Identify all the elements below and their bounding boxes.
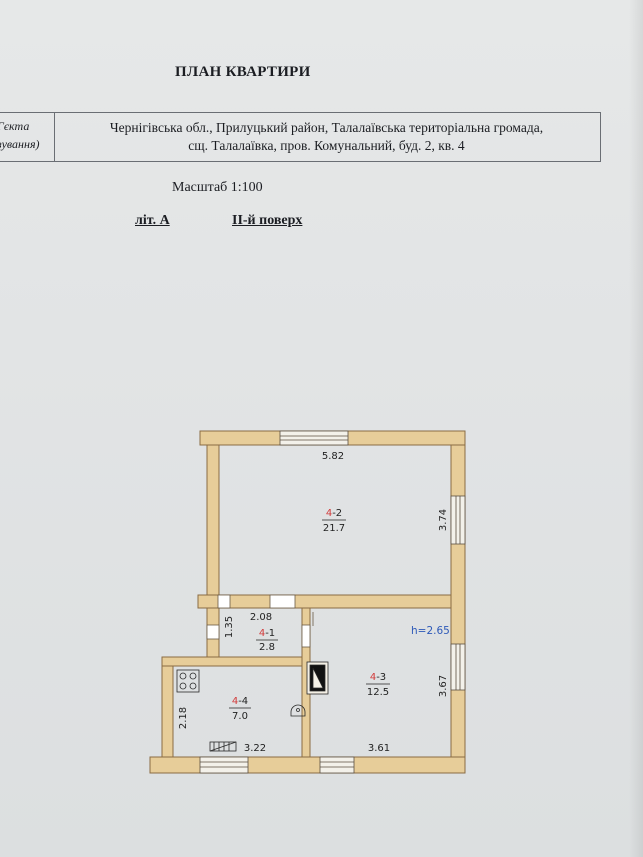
door-room3 — [301, 624, 311, 648]
windows — [199, 430, 466, 774]
window-bottom-left — [199, 756, 249, 774]
fixtures — [176, 661, 329, 752]
svg-text:4-1: 4-1 — [259, 628, 275, 639]
stairs-icon — [209, 741, 237, 752]
window-bottom-right — [319, 756, 355, 774]
object-label-line2: зування) — [0, 137, 40, 151]
wall-kitchen-top — [161, 656, 303, 667]
dim-hall-width: 2.08 — [250, 612, 272, 623]
doors — [206, 594, 314, 648]
plan-title: ПЛАН КВАРТИРИ — [175, 64, 311, 80]
svg-text:7.0: 7.0 — [232, 711, 248, 722]
window-top — [279, 430, 349, 446]
wall-left-upper — [206, 444, 220, 596]
door-stair — [206, 624, 220, 640]
door-hall-left — [217, 594, 231, 609]
room-label-4: 4-4 7.0 — [229, 696, 251, 722]
address-line1: Чернігівська обл., Прилуцький район, Тал… — [109, 120, 544, 135]
room-label-1: 4-1 2.8 — [256, 628, 278, 653]
sink-icon — [290, 704, 306, 717]
wall-kitchen-left — [161, 665, 174, 763]
svg-text:21.7: 21.7 — [323, 523, 345, 534]
dim-kitchen-width: 3.22 — [244, 743, 266, 754]
dim-room3-width: 3.61 — [368, 743, 390, 754]
address-cell: Чернігівська обл., Прилуцький район, Тал… — [54, 113, 599, 161]
window-right-lower — [450, 643, 466, 691]
letter-label: літ. А — [135, 213, 170, 228]
svg-text:4-3: 4-3 — [370, 672, 386, 683]
wall-middle — [197, 594, 452, 609]
stove-icon — [176, 669, 200, 693]
chimney-icon — [306, 661, 329, 695]
object-label-line1: Гєкта — [0, 119, 30, 133]
dim-right-lower: 3.67 — [438, 675, 449, 697]
wall-bottom — [149, 756, 466, 774]
svg-text:12.5: 12.5 — [367, 687, 389, 698]
floor-label: ІІ-й поверх — [232, 213, 303, 228]
door-hall-room2 — [269, 594, 296, 609]
scale-label: Масштаб 1:100 — [172, 180, 263, 195]
svg-text:2.8: 2.8 — [259, 642, 275, 653]
dim-hall-depth: 1.35 — [224, 616, 235, 638]
window-right-upper — [450, 495, 466, 545]
dim-top-width: 5.82 — [322, 451, 344, 462]
ceiling-height: h=2.65 — [411, 625, 450, 637]
room-label-3: 4-3 12.5 — [366, 672, 390, 698]
dim-kitchen-depth: 2.18 — [178, 707, 189, 729]
walls — [149, 430, 466, 774]
wall-right — [450, 444, 466, 774]
svg-text:4-4: 4-4 — [232, 696, 248, 707]
object-label-cell: Гєкта зування) — [0, 113, 55, 161]
svg-text:4-2: 4-2 — [326, 508, 342, 519]
page-edge-shadow — [629, 0, 643, 857]
dim-right-upper: 3.74 — [438, 509, 449, 531]
address-table: Гєкта зування) Чернігівська обл., Прилуц… — [0, 112, 601, 162]
address-line2: сщ. Талалаївка, пров. Комунальний, буд. … — [188, 138, 465, 153]
room-label-2: 4-2 21.7 — [322, 508, 346, 534]
